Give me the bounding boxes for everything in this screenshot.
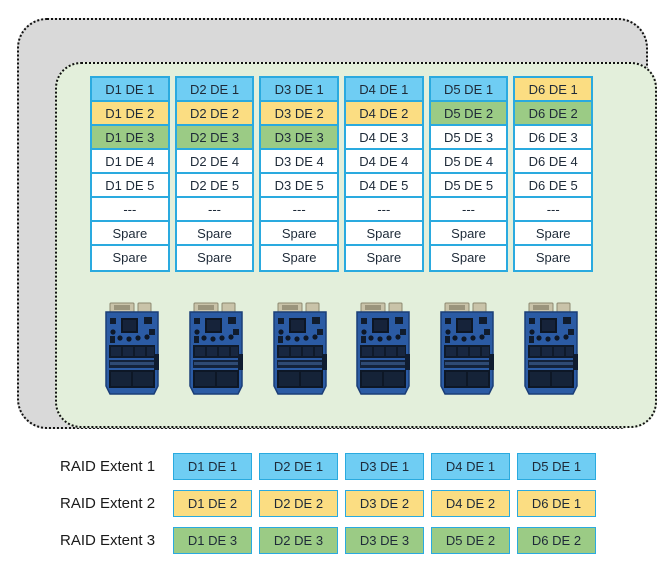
drive-extent-cell: D3 DE 3 [261, 126, 338, 150]
raid-extent-cell: D4 DE 1 [431, 453, 510, 480]
drive-extent-cell: D1 DE 3 [92, 126, 168, 150]
raid-extent-row-3: RAID Extent 3 D1 DE 3 D2 DE 3 D3 DE 3 D5 DE … [60, 527, 620, 554]
drive-extent-cell: D1 DE 4 [92, 150, 168, 174]
drive-extent-cell: D3 DE 5 [261, 174, 338, 198]
physical-drives-row [90, 302, 593, 396]
drive-extent-cell: D4 DE 2 [346, 102, 422, 126]
raid-extent-cell: D5 DE 1 [517, 453, 596, 480]
drive-extent-cell: Spare [92, 246, 168, 270]
drive-extent-cell: D2 DE 4 [176, 150, 253, 174]
drive-extent-cell: Spare [92, 222, 168, 246]
ssd-drive-icon-d3 [272, 302, 327, 395]
raid-extent-legend: RAID Extent 1 D1 DE 1 D2 DE 1 D3 DE 1 D4 DE … [60, 453, 620, 564]
drive-extent-cell: D5 DE 5 [430, 174, 507, 198]
drive-extent-cell: D1 DE 5 [92, 174, 168, 198]
raid-extent-row-1: RAID Extent 1 D1 DE 1 D2 DE 1 D3 DE 1 D4 DE … [60, 453, 620, 480]
drive-extent-cell: Spare [346, 222, 422, 246]
drive-extent-cell: D4 DE 4 [346, 150, 422, 174]
raid-extent-label: RAID Extent 3 [60, 532, 156, 549]
drive-extent-cell: Spare [430, 222, 507, 246]
drive-extent-cell: Spare [176, 222, 253, 246]
ssd-drive-icon-d1 [105, 302, 159, 395]
raid-extent-row-2: RAID Extent 2 D1 DE 2 D2 DE 2 D3 DE 2 D4 DE … [60, 490, 620, 517]
drive-extent-cell: D3 DE 4 [261, 150, 338, 174]
raid-extent-label: RAID Extent 2 [60, 495, 156, 512]
raid-extent-cell: D3 DE 1 [345, 453, 424, 480]
drive-extent-cell: Spare [261, 246, 338, 270]
raid-extent-cell: D2 DE 1 [259, 453, 338, 480]
drive-extent-cell: --- [261, 198, 338, 222]
drive-extent-cell: Spare [515, 246, 592, 270]
raid-extent-cell: D1 DE 2 [173, 490, 252, 517]
drive-extent-cell: D1 DE 2 [92, 102, 168, 126]
raid-extent-cell: D4 DE 2 [431, 490, 510, 517]
drive-extent-cell: D2 DE 5 [176, 174, 253, 198]
drive-extent-cell: D6 DE 2 [515, 102, 592, 126]
drive-extent-cell: Spare [176, 246, 253, 270]
drive-extent-cell: --- [346, 198, 422, 222]
drive-extent-cell: D2 DE 1 [176, 78, 253, 102]
drive-extent-cell: D4 DE 1 [346, 78, 422, 102]
raid-extent-cell: D5 DE 2 [431, 527, 510, 554]
drive-extent-cell: D5 DE 4 [430, 150, 507, 174]
drive-extent-cell: D2 DE 2 [176, 102, 253, 126]
drive-extent-cell: D6 DE 3 [515, 126, 592, 150]
drive-extent-cell: D6 DE 1 [515, 78, 592, 102]
ssd-drive-icon-d4 [356, 302, 411, 395]
raid-extent-cells: D1 DE 3 D2 DE 3 D3 DE 3 D5 DE 2 D6 DE 2 [173, 527, 596, 554]
raid-extent-cell: D1 DE 3 [173, 527, 252, 554]
raid-extent-cell: D6 DE 2 [517, 527, 596, 554]
drive-extent-cell: D3 DE 1 [261, 78, 338, 102]
drive-extent-cell: D2 DE 3 [176, 126, 253, 150]
drive-extent-cell: D5 DE 3 [430, 126, 507, 150]
ssd-drive-icon-d6 [524, 302, 579, 395]
raid-extent-cells: D1 DE 2 D2 DE 2 D3 DE 2 D4 DE 2 D6 DE 1 [173, 490, 596, 517]
raid-extent-cell: D2 DE 2 [259, 490, 338, 517]
raid-extent-cell: D3 DE 3 [345, 527, 424, 554]
drive-extent-cell: Spare [515, 222, 592, 246]
ssd-drive-icon-d5 [440, 302, 495, 395]
raid-extent-cells: D1 DE 1 D2 DE 1 D3 DE 1 D4 DE 1 D5 DE 1 [173, 453, 596, 480]
drive-extent-cell: D3 DE 2 [261, 102, 338, 126]
drive-extent-cell: Spare [346, 246, 422, 270]
drive-extent-cell: Spare [430, 246, 507, 270]
raid-extent-cell: D6 DE 1 [517, 490, 596, 517]
drive-extent-cell: Spare [261, 222, 338, 246]
drive-extent-cell: --- [92, 198, 168, 222]
drive-extent-cell: --- [515, 198, 592, 222]
drive-extent-cell: D6 DE 4 [515, 150, 592, 174]
drive-extent-cell: D4 DE 5 [346, 174, 422, 198]
drive-extent-cell: D5 DE 1 [430, 78, 507, 102]
raid-extent-cell: D2 DE 3 [259, 527, 338, 554]
raid-extent-label: RAID Extent 1 [60, 458, 156, 475]
drive-extent-cell: D1 DE 1 [92, 78, 168, 102]
ssd-drive-icon-d2 [188, 302, 243, 395]
drive-extent-cell: D6 DE 5 [515, 174, 592, 198]
drive-extent-cell: --- [430, 198, 507, 222]
drive-extent-cell: --- [176, 198, 253, 222]
raid-extent-cell: D1 DE 1 [173, 453, 252, 480]
raid-extent-cell: D3 DE 2 [345, 490, 424, 517]
drive-extent-cell: D4 DE 3 [346, 126, 422, 150]
drive-extent-cell: D5 DE 2 [430, 102, 507, 126]
